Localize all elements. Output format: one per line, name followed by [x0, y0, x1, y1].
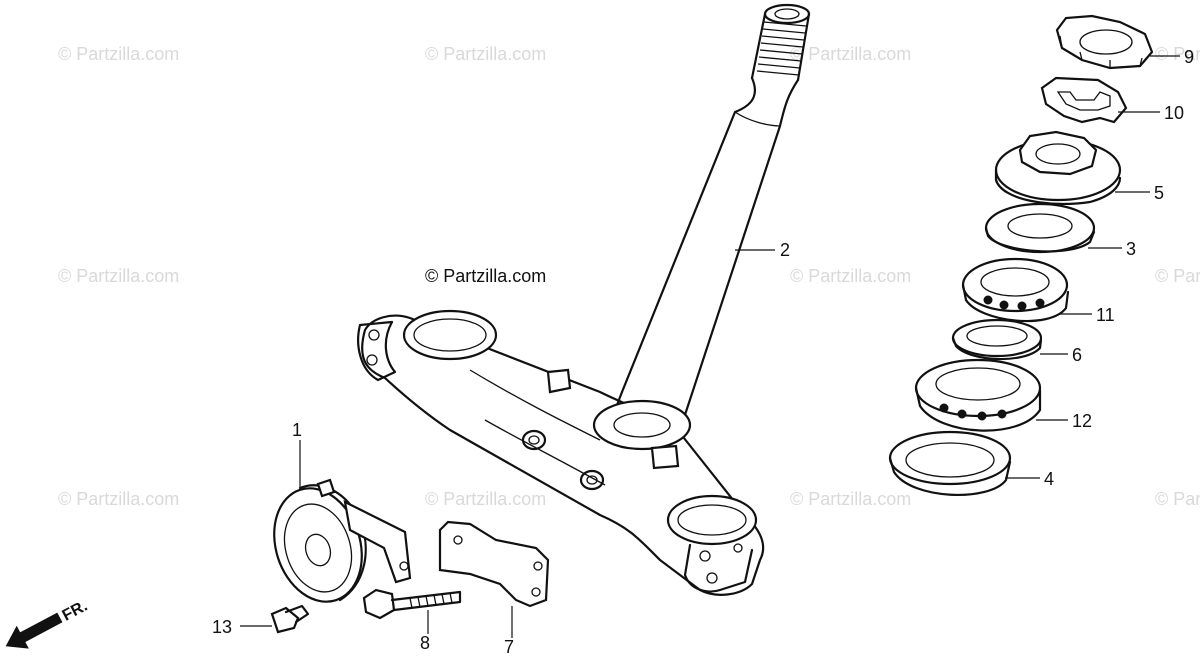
watermark: © Partzilla.com	[790, 489, 911, 509]
part-1-horn[interactable]	[260, 477, 412, 613]
watermark: © Partzilla.com	[58, 266, 179, 286]
part-2-steering-stem[interactable]	[357, 3, 811, 596]
center-watermark: © Partzilla.com	[425, 266, 546, 286]
part-7-horn-stay[interactable]	[438, 520, 550, 608]
callout-11[interactable]: 11	[1096, 305, 1115, 325]
watermark: © Partzilla.com	[790, 266, 911, 286]
callout-7[interactable]: 7	[504, 637, 514, 657]
callout-13[interactable]: 13	[212, 617, 232, 637]
callout-5[interactable]: 5	[1154, 183, 1164, 203]
callout-3[interactable]: 3	[1126, 239, 1136, 259]
callout-9[interactable]: 9	[1184, 47, 1194, 67]
part-4-lower-race[interactable]	[888, 430, 1012, 496]
watermark: © Partzilla.com	[425, 489, 546, 509]
watermark: © Partzilla.com	[790, 44, 911, 64]
part-6-dust-seal[interactable]	[951, 318, 1043, 361]
watermark: © Partzilla.com	[58, 44, 179, 64]
leader-lines	[240, 55, 1180, 638]
callout-2[interactable]: 2	[780, 240, 790, 260]
part-11-upper-bearing[interactable]	[961, 257, 1070, 323]
part-13-screw[interactable]	[270, 604, 310, 634]
front-arrow-icon	[5, 612, 63, 649]
watermark: © Partzilla.com	[1155, 266, 1200, 286]
watermark: © Partzilla.com	[58, 489, 179, 509]
watermark: © Partzilla.com	[425, 44, 546, 64]
watermark: © Partzilla.com	[1155, 44, 1200, 64]
part-10-lock-washer[interactable]	[1040, 76, 1128, 124]
part-3-dust-seal[interactable]	[984, 202, 1096, 254]
part-8-bolt[interactable]	[362, 588, 462, 620]
part-9-lock-nut[interactable]	[1055, 14, 1154, 70]
front-direction-indicator: FR.	[5, 598, 91, 649]
callout-6[interactable]: 6	[1072, 345, 1082, 365]
part-5-adjusting-nut[interactable]	[994, 130, 1122, 205]
callout-10[interactable]: 10	[1164, 103, 1184, 123]
part-12-lower-bearing[interactable]	[914, 358, 1042, 432]
callouts: 1 2 3 4 5 6 7 8 9 10 11 12 13	[212, 47, 1194, 657]
callout-1[interactable]: 1	[292, 420, 302, 440]
watermark-layer: © Partzilla.com © Partzilla.com © Partzi…	[58, 44, 1200, 509]
callout-4[interactable]: 4	[1044, 469, 1054, 489]
callout-8[interactable]: 8	[420, 633, 430, 653]
front-label: FR.	[60, 598, 91, 625]
callout-12[interactable]: 12	[1072, 411, 1092, 431]
watermark: © Partzilla.com	[1155, 489, 1200, 509]
